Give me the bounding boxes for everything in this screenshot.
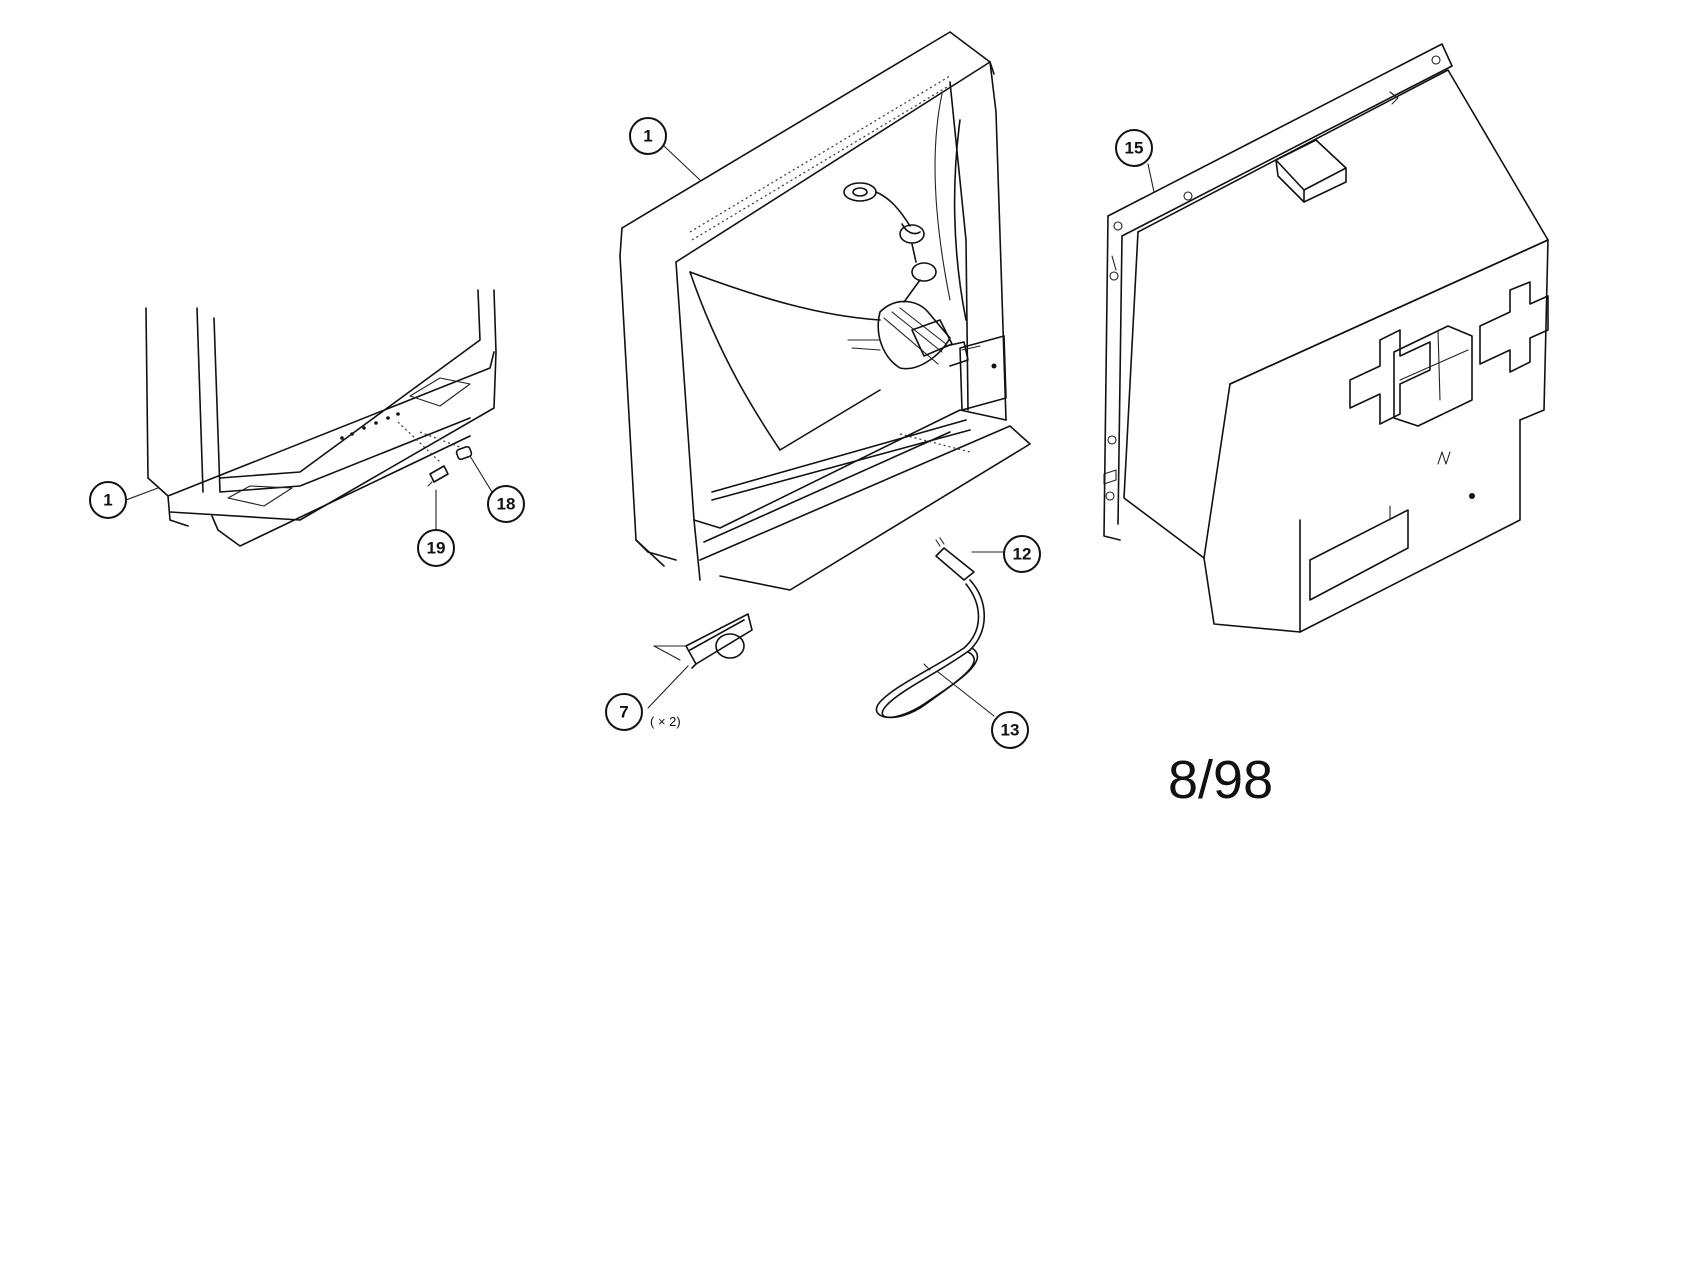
crt-neck-assembly <box>847 300 1007 411</box>
part-7-quantity: ( × 2) <box>650 714 681 729</box>
part-19-knob <box>427 465 449 487</box>
callout-18: 18 <box>487 485 525 523</box>
callout-7: 7 ( × 2) <box>605 693 681 731</box>
svg-text:15: 15 <box>1125 139 1144 158</box>
callout-1-center: 1 <box>629 117 667 155</box>
rear-vent-pattern <box>1349 281 1549 427</box>
part-12-13-cord <box>875 537 986 719</box>
cabinet-interior-view <box>619 31 1031 719</box>
part-18-cap <box>455 445 473 461</box>
callout-12: 12 <box>1003 535 1041 573</box>
svg-text:7: 7 <box>619 703 628 722</box>
svg-text:19: 19 <box>427 539 446 558</box>
date-code: 8/98 <box>1168 750 1273 810</box>
flange-holes <box>1105 55 1441 501</box>
svg-text:13: 13 <box>1001 721 1020 740</box>
callout-19: 19 <box>417 529 455 567</box>
callout-13: 13 <box>991 711 1029 749</box>
callout-1-left: 1 <box>89 481 127 519</box>
rear-cover-view <box>1103 43 1549 633</box>
svg-text:1: 1 <box>103 491 112 510</box>
front-bezel-view <box>145 289 497 547</box>
svg-text:18: 18 <box>497 495 516 514</box>
part-7-speaker <box>653 613 753 669</box>
svg-text:1: 1 <box>643 127 652 146</box>
leader-lines <box>125 145 1155 717</box>
svg-text:12: 12 <box>1013 545 1032 564</box>
anode-cable <box>843 182 937 303</box>
callout-15: 15 <box>1115 129 1153 167</box>
front-control-buttons <box>340 412 400 440</box>
